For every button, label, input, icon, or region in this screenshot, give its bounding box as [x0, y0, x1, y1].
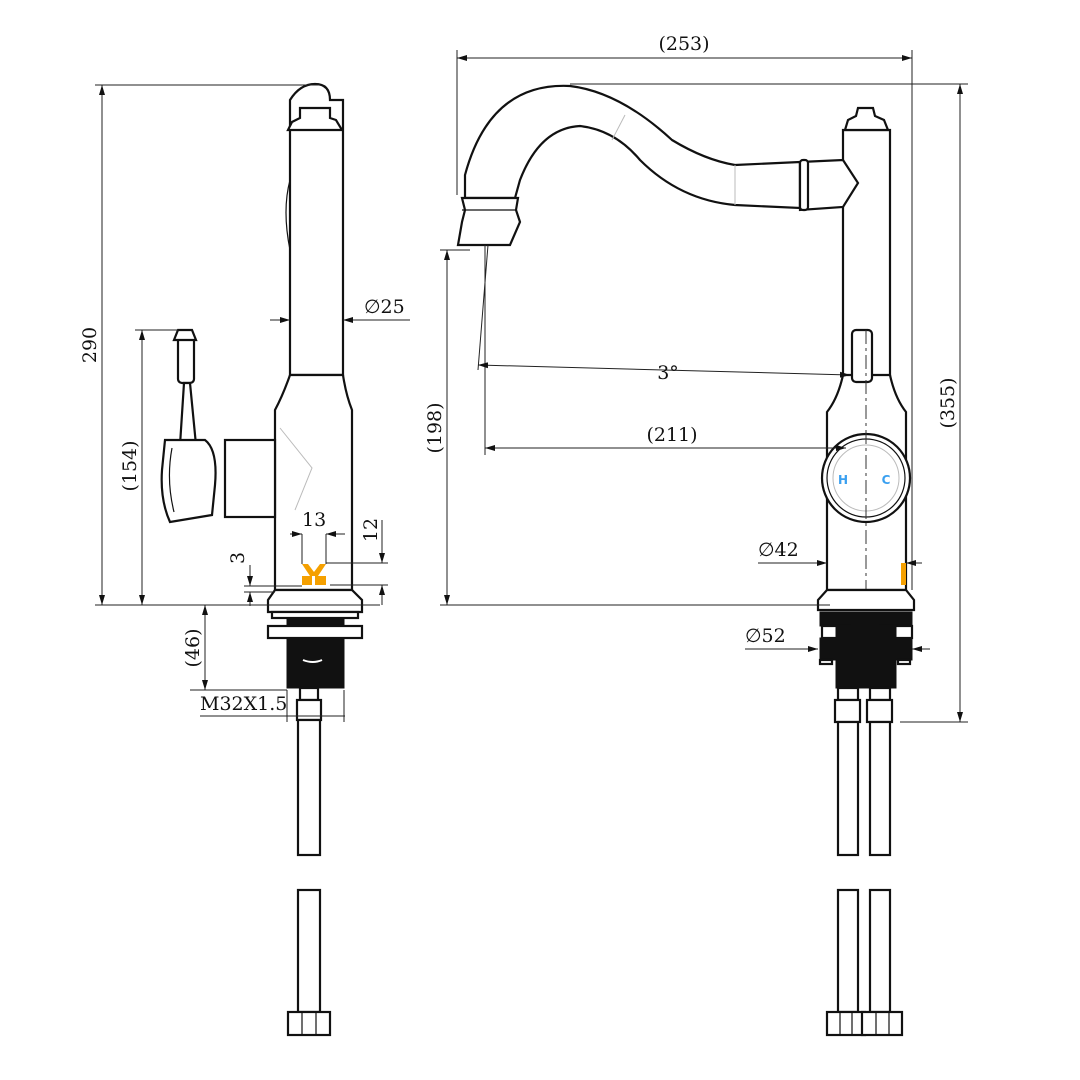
hot-label: H [838, 473, 848, 487]
spout [456, 84, 802, 247]
side-view: 290 (154) ∅25 (46) M32X1.5 13 12 3 [79, 82, 410, 1037]
dim-spout-reach-total: (253) [658, 33, 709, 55]
dim-overall-height-front: (355) [937, 377, 959, 428]
side-body [160, 82, 354, 592]
front-dimensions [440, 50, 968, 723]
dim-12: 12 [360, 518, 382, 542]
dim-spout-height: (198) [424, 402, 446, 453]
dim-thread-length: (46) [182, 628, 204, 667]
front-body: H C [798, 106, 912, 600]
logo-mark-side [901, 563, 906, 585]
dim-thread-spec: M32X1.5 [200, 693, 287, 715]
dim-mount-diameter: ∅52 [745, 625, 786, 647]
dim-13: 13 [302, 509, 326, 531]
logo-mark [302, 564, 326, 585]
dim-3: 3 [227, 552, 249, 564]
side-dimensions [95, 84, 410, 722]
dim-body-diameter: ∅25 [364, 296, 405, 318]
dim-overall-height-side: 290 [79, 327, 101, 363]
side-hose [286, 686, 332, 1037]
cold-label: C [882, 473, 891, 487]
dim-spout-angle: 3° [657, 362, 679, 384]
side-base [266, 588, 364, 689]
front-hoses [825, 686, 904, 1037]
front-base [816, 588, 916, 689]
front-view: H C [424, 33, 968, 1037]
dim-base-diameter: ∅42 [758, 539, 799, 561]
dim-handle-height: (154) [119, 440, 141, 491]
dim-spout-reach: (211) [646, 424, 697, 446]
